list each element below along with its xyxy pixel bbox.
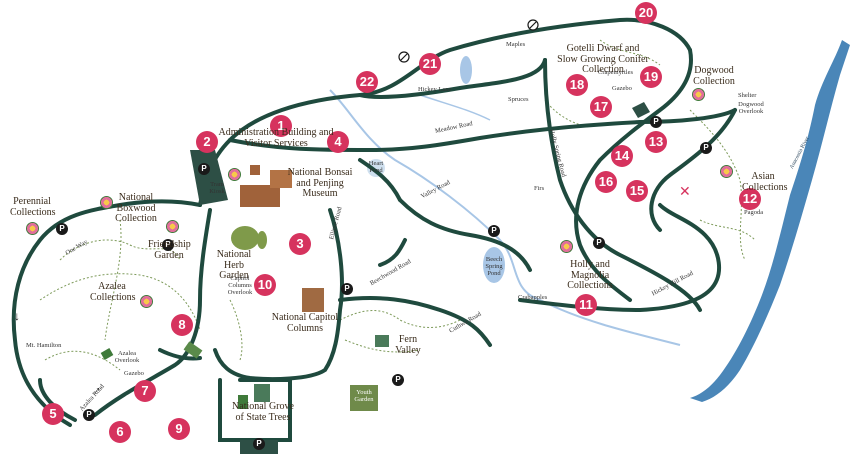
parking-icon[interactable]: P xyxy=(198,163,210,175)
label-capitol-overlook: Capitol Columns Overlook xyxy=(227,275,253,296)
label-gotelli: Gotelli Dwarf and Slow Growing Conifer C… xyxy=(557,43,649,75)
label-gazebo-left: Gazebo xyxy=(124,370,144,377)
label-tram: Tram Kiosk xyxy=(209,181,225,195)
marker-15[interactable]: 15 xyxy=(626,180,648,202)
beech-spring-pond xyxy=(483,247,505,283)
parking-icon[interactable]: P xyxy=(650,116,662,128)
marker-9[interactable]: 9 xyxy=(168,418,190,440)
label-capitol: National Capitol Columns xyxy=(271,312,339,334)
label-azalea-overlook: Azalea Overlook xyxy=(114,350,140,364)
parking-icon[interactable]: P xyxy=(488,225,500,237)
label-admin: Administration Building and Visitor Serv… xyxy=(218,127,334,149)
label-youth: Youth Garden xyxy=(354,389,374,403)
marker-22[interactable]: 22 xyxy=(356,71,378,93)
label-bonsai: National Bonsai and Penjing Museum xyxy=(287,167,353,199)
label-hickey-lane: Hickey Lane xyxy=(418,86,452,93)
label-shelter: Shelter xyxy=(738,92,757,99)
marker-4[interactable]: 4 xyxy=(327,131,349,153)
flower-icon xyxy=(140,295,153,308)
label-gazebo-right: Gazebo xyxy=(612,85,632,92)
label-herb: National Herb Garden xyxy=(216,249,252,281)
marker-20[interactable]: 20 xyxy=(635,2,657,24)
closed-x-icon: ✕ xyxy=(679,185,691,200)
marker-11[interactable]: 11 xyxy=(575,294,597,316)
marker-1[interactable]: 1 xyxy=(270,115,292,137)
marker-14[interactable]: 14 xyxy=(611,145,633,167)
label-heart: Heart Pond xyxy=(368,160,384,174)
parking-icon[interactable]: P xyxy=(341,283,353,295)
flower-icon xyxy=(100,196,113,209)
stream xyxy=(419,94,491,121)
marker-16[interactable]: 16 xyxy=(595,171,617,193)
marker-12[interactable]: 12 xyxy=(739,188,761,210)
label-maples: Maples xyxy=(506,41,526,48)
marker-13[interactable]: 13 xyxy=(645,131,667,153)
marker-7[interactable]: 7 xyxy=(134,380,156,402)
parking-icon[interactable]: P xyxy=(83,409,95,421)
gates xyxy=(398,19,539,63)
marker-6[interactable]: 6 xyxy=(109,421,131,443)
label-firs: Firs xyxy=(534,185,545,192)
label-friendship: Friendship Garden xyxy=(148,239,191,261)
parking-icon[interactable]: P xyxy=(253,438,265,450)
label-dogwood-overlook: Dogwood Overlook xyxy=(738,101,764,115)
flower-icon xyxy=(228,168,241,181)
marker-17[interactable]: 17 xyxy=(590,96,612,118)
stream xyxy=(329,89,681,346)
label-holly: Holly and Magnolia Collections xyxy=(567,259,613,291)
one-way-arrow-icon: ↓ xyxy=(14,309,20,323)
marker-18[interactable]: 18 xyxy=(566,74,588,96)
parking-icon[interactable]: P xyxy=(56,223,68,235)
label-grove: National Grove of State Trees xyxy=(232,401,294,423)
marker-5[interactable]: 5 xyxy=(42,403,64,425)
label-dogwood: Dogwood Collection xyxy=(693,65,735,87)
label-fern: Fern Valley xyxy=(395,334,421,356)
marker-2[interactable]: 2 xyxy=(196,131,218,153)
label-crabapples: Crabapples xyxy=(518,294,548,301)
label-azalea: Azalea Collections xyxy=(90,281,136,303)
marker-10[interactable]: 10 xyxy=(254,274,276,296)
label-asian: Asian Collections xyxy=(742,171,788,193)
anacostia-river xyxy=(690,40,850,402)
label-pagoda: Pagoda xyxy=(744,209,764,216)
flower-icon xyxy=(26,222,39,235)
pond xyxy=(460,56,472,84)
trails xyxy=(39,39,756,371)
parking-icon[interactable]: P xyxy=(162,239,174,251)
label-boxwood: National Boxwood Collection xyxy=(115,192,157,224)
parking-icon[interactable]: P xyxy=(593,237,605,249)
flower-icon xyxy=(560,240,573,253)
flower-icon xyxy=(166,220,179,233)
label-perennial: Perennial Collections xyxy=(10,196,56,218)
marker-8[interactable]: 8 xyxy=(171,314,193,336)
marker-3[interactable]: 3 xyxy=(289,233,311,255)
label-beech: Beech Spring Pond xyxy=(485,256,503,277)
parking-icon[interactable]: P xyxy=(700,142,712,154)
flower-icon xyxy=(720,165,733,178)
label-mt-hamilton: Mt. Hamilton xyxy=(26,342,62,349)
marker-21[interactable]: 21 xyxy=(419,53,441,75)
label-crapemyrtles: Crapemyrtles xyxy=(598,69,634,76)
parking-icon[interactable]: P xyxy=(392,374,404,386)
marker-19[interactable]: 19 xyxy=(640,66,662,88)
flower-icon xyxy=(692,88,705,101)
label-spruces: Spruces xyxy=(508,96,529,103)
